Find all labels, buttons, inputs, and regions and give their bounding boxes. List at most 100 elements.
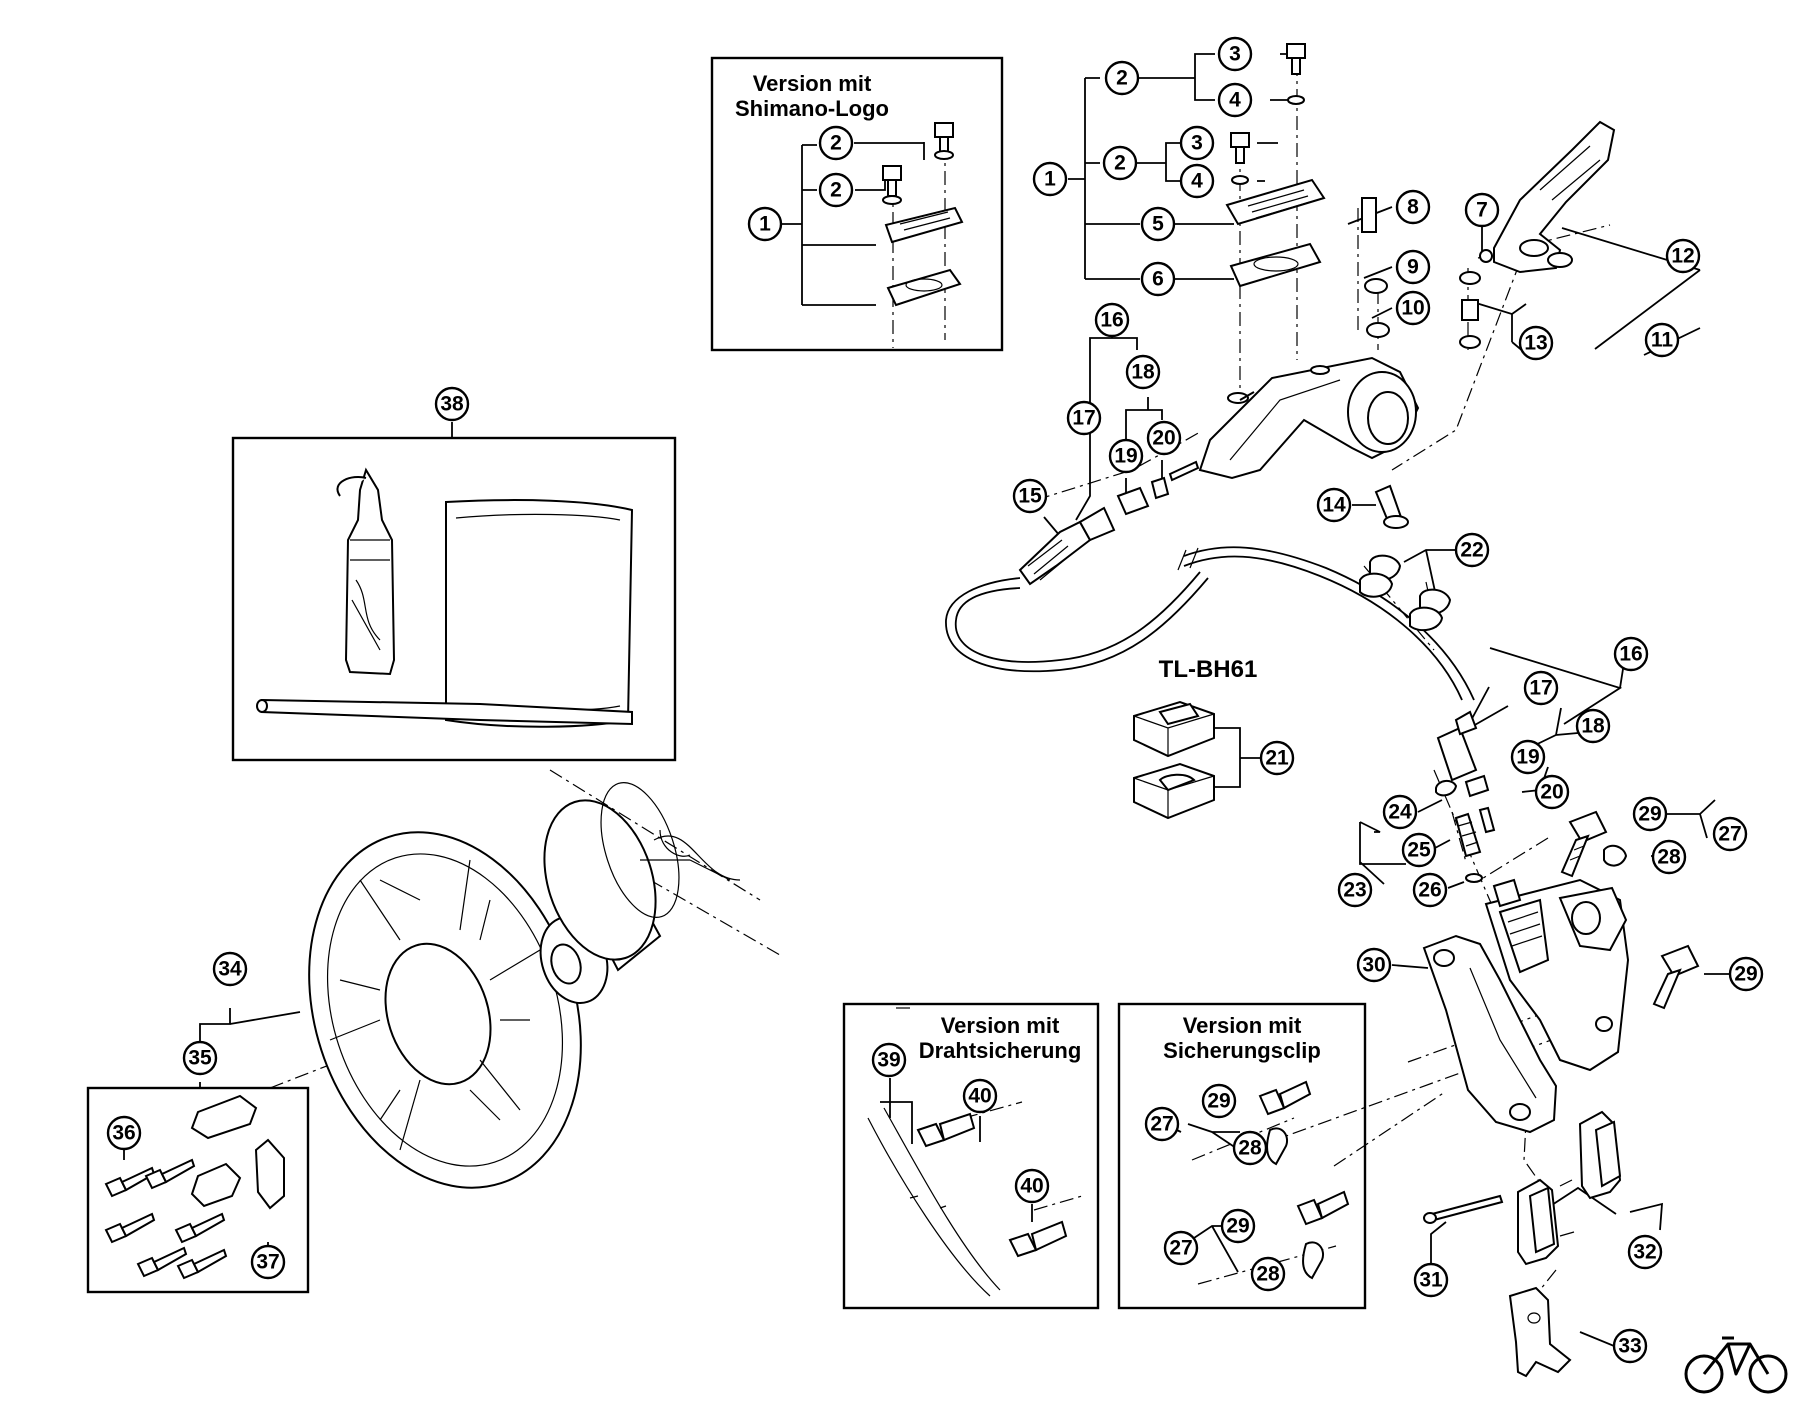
svg-text:12: 12 bbox=[1671, 245, 1694, 268]
callout-4-a: 4 bbox=[1217, 82, 1253, 118]
svg-text:18: 18 bbox=[1131, 361, 1155, 384]
rotor-bolts-parts bbox=[104, 1094, 285, 1280]
callout-32: 32 bbox=[1627, 1234, 1663, 1270]
svg-text:17: 17 bbox=[1072, 407, 1095, 430]
svg-text:22: 22 bbox=[1460, 539, 1483, 562]
callout-34: 34 bbox=[212, 951, 248, 987]
svg-text:19: 19 bbox=[1114, 445, 1137, 468]
callout-17-bottom: 17 bbox=[1523, 670, 1559, 706]
callout-17-top: 17 bbox=[1066, 400, 1102, 436]
callout-19-top: 19 bbox=[1108, 438, 1144, 474]
svg-text:16: 16 bbox=[1100, 309, 1123, 332]
svg-text:36: 36 bbox=[112, 1122, 135, 1145]
callout-27-main: 27 bbox=[1712, 816, 1748, 852]
svg-text:20: 20 bbox=[1152, 427, 1175, 450]
callout-29-main-a: 29 bbox=[1632, 796, 1668, 832]
svg-text:28: 28 bbox=[1238, 1137, 1262, 1160]
callout-39: 39 bbox=[871, 1042, 907, 1078]
svg-text:38: 38 bbox=[440, 393, 464, 416]
svg-text:7: 7 bbox=[1476, 199, 1488, 222]
brake-hose bbox=[945, 460, 1496, 834]
svg-text:30: 30 bbox=[1362, 954, 1385, 977]
wire-version-title-1: Version mit bbox=[941, 1013, 1060, 1038]
svg-text:3: 3 bbox=[1229, 43, 1241, 66]
caliper-assembly bbox=[1422, 780, 1700, 1378]
svg-text:39: 39 bbox=[877, 1049, 900, 1072]
brake-lever-assembly bbox=[1198, 43, 1616, 529]
callout-21: 21 bbox=[1259, 740, 1295, 776]
svg-text:5: 5 bbox=[1152, 213, 1164, 236]
callout-9: 9 bbox=[1395, 249, 1431, 285]
svg-text:29: 29 bbox=[1638, 803, 1661, 826]
inset-clip-version bbox=[1117, 1002, 1367, 1310]
svg-text:14: 14 bbox=[1322, 494, 1346, 517]
callout-27-clip-b: 27 bbox=[1163, 1230, 1199, 1266]
callout-12: 12 bbox=[1665, 238, 1701, 274]
svg-text:27: 27 bbox=[1718, 823, 1741, 846]
svg-text:3: 3 bbox=[1191, 132, 1203, 155]
svg-text:8: 8 bbox=[1407, 196, 1419, 219]
inset-rotor-bolts bbox=[86, 1086, 310, 1294]
callout-25: 25 bbox=[1401, 832, 1437, 868]
bicycle-icon bbox=[1684, 1336, 1788, 1394]
svg-text:32: 32 bbox=[1633, 1241, 1656, 1264]
callout-1-shimano: 1 bbox=[747, 206, 783, 242]
callout-33: 33 bbox=[1612, 1328, 1648, 1364]
svg-text:34: 34 bbox=[218, 958, 242, 981]
svg-text:1: 1 bbox=[759, 213, 771, 236]
callout-13: 13 bbox=[1518, 325, 1554, 361]
callout-29-clip-b: 29 bbox=[1220, 1208, 1256, 1244]
callout-16-bottom: 16 bbox=[1613, 636, 1649, 672]
svg-text:15: 15 bbox=[1018, 485, 1042, 508]
callout-10: 10 bbox=[1395, 290, 1431, 326]
svg-text:2: 2 bbox=[830, 132, 842, 155]
callout-5: 5 bbox=[1140, 206, 1176, 242]
callout-38: 38 bbox=[434, 386, 470, 422]
callout-2-shimano-b: 2 bbox=[818, 172, 854, 208]
svg-text:10: 10 bbox=[1401, 297, 1424, 320]
shimano-logo-title-2: Shimano-Logo bbox=[735, 96, 889, 121]
svg-text:40: 40 bbox=[968, 1085, 991, 1108]
wire-version-parts bbox=[867, 1107, 1068, 1297]
tool-name-label: TL-BH61 bbox=[1159, 656, 1258, 683]
svg-text:28: 28 bbox=[1657, 846, 1681, 869]
rotor-and-hub bbox=[308, 782, 741, 1189]
svg-text:2: 2 bbox=[1116, 67, 1128, 90]
svg-text:27: 27 bbox=[1169, 1237, 1192, 1260]
svg-text:11: 11 bbox=[1651, 329, 1674, 352]
callout-40-b: 40 bbox=[1014, 1168, 1050, 1204]
callout-3-a: 3 bbox=[1217, 36, 1253, 72]
svg-text:28: 28 bbox=[1256, 1263, 1280, 1286]
callout-20-top: 20 bbox=[1146, 420, 1182, 456]
callout-3-b: 3 bbox=[1179, 125, 1215, 161]
svg-text:33: 33 bbox=[1618, 1335, 1641, 1358]
callout-2-a: 2 bbox=[1104, 60, 1140, 96]
callout-37: 37 bbox=[250, 1244, 286, 1280]
oil-kit-parts bbox=[256, 467, 634, 728]
callout-24: 24 bbox=[1382, 794, 1418, 830]
clip-version-title-2: Sicherungsclip bbox=[1163, 1038, 1321, 1063]
callout-26: 26 bbox=[1412, 872, 1448, 908]
callout-14: 14 bbox=[1316, 487, 1352, 523]
svg-text:2: 2 bbox=[1114, 152, 1126, 175]
callout-35: 35 bbox=[182, 1040, 218, 1076]
svg-text:17: 17 bbox=[1529, 677, 1552, 700]
callout-36: 36 bbox=[106, 1115, 142, 1151]
callout-20-bottom: 20 bbox=[1534, 774, 1570, 810]
callout-4-b: 4 bbox=[1179, 163, 1215, 199]
callout-31: 31 bbox=[1413, 1262, 1449, 1298]
callout-29-main-b: 29 bbox=[1728, 956, 1764, 992]
callout-27-clip-a: 27 bbox=[1144, 1106, 1180, 1142]
svg-text:26: 26 bbox=[1418, 879, 1441, 902]
svg-text:25: 25 bbox=[1407, 839, 1431, 862]
svg-text:13: 13 bbox=[1524, 332, 1547, 355]
callout-8: 8 bbox=[1395, 189, 1431, 225]
callout-28-main: 28 bbox=[1651, 839, 1687, 875]
callout-40-a: 40 bbox=[962, 1078, 998, 1114]
svg-text:2: 2 bbox=[830, 179, 842, 202]
callout-2-b: 2 bbox=[1102, 145, 1138, 181]
callout-15: 15 bbox=[1012, 478, 1048, 514]
svg-text:40: 40 bbox=[1020, 1175, 1043, 1198]
